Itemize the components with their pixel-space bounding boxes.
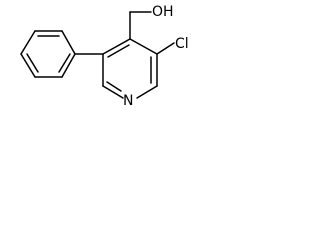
chloro-bond (156, 42, 175, 55)
phenyl-inner-double-3 (58, 53, 71, 73)
chemical-structure: OH Cl N (20, 4, 189, 109)
pyridine-ring (102, 38, 158, 99)
structure-canvas: OH Cl N (0, 0, 223, 157)
phenyl-bond-4 (20, 53, 36, 78)
pyridine-bond-c3-c4 (102, 38, 131, 55)
phenyl-bond-1 (61, 30, 76, 55)
nitrogen-label: N (123, 93, 133, 109)
pyridine-bond-c4-c5 (129, 38, 158, 55)
hydroxyl-label: OH (152, 4, 174, 20)
pyridine-bond-n-c2 (102, 85, 124, 99)
chlorine-label: Cl (175, 36, 189, 52)
phenyl-ring (20, 30, 76, 78)
phenyl-bond-6 (61, 53, 76, 78)
phenyl-inner-double-2 (26, 53, 39, 73)
pyridine-bond-c6-n (136, 85, 158, 99)
phenyl-bond-3 (20, 30, 36, 55)
pyridine-inner-double-3 (106, 81, 122, 92)
pyridine-inner-double-1 (107, 44, 130, 58)
